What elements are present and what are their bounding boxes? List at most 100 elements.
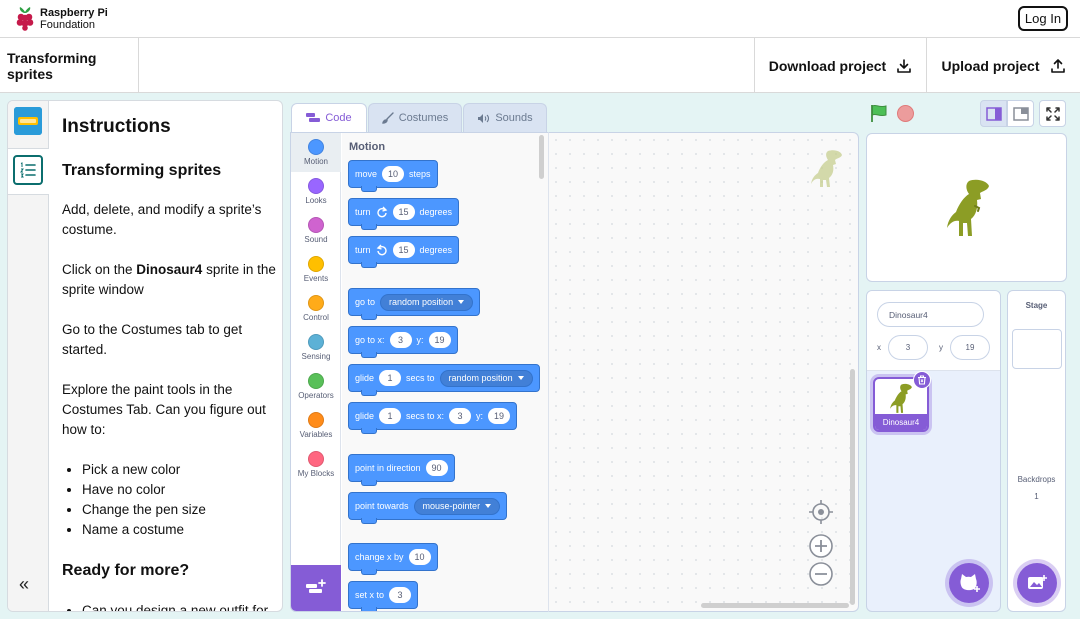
green-flag-icon[interactable] — [869, 103, 889, 123]
numbered-list-icon — [20, 162, 36, 178]
download-project-button[interactable]: Download project — [754, 38, 926, 93]
block-change-x[interactable]: change x by 10 — [348, 543, 438, 575]
zoom-in-icon[interactable] — [808, 533, 834, 559]
dropdown-value: random position — [389, 297, 454, 307]
category-dot — [308, 451, 324, 467]
stop-button[interactable] — [897, 105, 914, 122]
block-dropdown[interactable]: random position — [380, 293, 474, 311]
backdrops-label: Backdrops — [1017, 475, 1056, 484]
block-text: point in direction — [355, 463, 421, 473]
small-stage-button[interactable] — [980, 100, 1007, 127]
category-dot — [308, 295, 324, 311]
block-number-input[interactable]: 1 — [379, 370, 402, 386]
script-vertical-scrollbar[interactable] — [850, 369, 855, 605]
block-number-input[interactable]: 19 — [428, 332, 451, 348]
tab-costumes[interactable]: Costumes — [368, 103, 462, 132]
rotate-left-icon — [376, 244, 387, 256]
fullscreen-button[interactable] — [1039, 100, 1066, 127]
block-point-in-direction[interactable]: point in direction 90 — [348, 454, 455, 486]
sprite-name-input[interactable]: Dinosaur4 — [877, 302, 984, 327]
project-title: Transforming sprites — [0, 38, 139, 93]
category-sensing[interactable]: Sensing — [291, 328, 341, 367]
collapse-panel-icon[interactable]: « — [19, 574, 30, 594]
delete-sprite-button[interactable] — [913, 371, 931, 389]
reset-zoom-icon[interactable] — [808, 499, 834, 525]
dropdown-caret-icon — [485, 504, 492, 508]
add-extension-button[interactable] — [291, 565, 341, 611]
task-list: Pick a new color Have no color Change th… — [82, 460, 282, 540]
zoom-out-icon[interactable] — [808, 561, 834, 587]
block-turn-left[interactable]: turn 15 degrees — [348, 236, 460, 268]
category-variables[interactable]: Variables — [291, 406, 341, 445]
block-glide-to[interactable]: glide 1 secs to random position — [348, 364, 540, 396]
block-number-input[interactable]: 10 — [408, 549, 431, 565]
block-number-input[interactable]: 15 — [392, 242, 415, 258]
sprite-y-input[interactable]: 19 — [950, 335, 990, 360]
script-area[interactable] — [548, 132, 859, 612]
steps-tab[interactable] — [8, 148, 49, 195]
category-operators[interactable]: Operators — [291, 367, 341, 406]
category-label: Motion — [303, 157, 328, 166]
script-horizontal-scrollbar[interactable] — [701, 603, 849, 608]
instruction-text: sprite in the sprite window — [62, 262, 276, 297]
block-text: move — [355, 169, 378, 179]
block-number-input[interactable]: 90 — [425, 460, 448, 476]
palette-scrollbar[interactable] — [539, 135, 544, 179]
block-set-x[interactable]: set x to 3 — [348, 581, 419, 611]
category-events[interactable]: Events — [291, 250, 341, 289]
block-go-to[interactable]: go to random position — [348, 288, 481, 320]
block-go-to-xy[interactable]: go to x: 3 y: 19 — [348, 326, 458, 358]
block-number-input[interactable]: 3 — [449, 408, 472, 424]
block-number-input[interactable]: 3 — [389, 587, 412, 603]
brand-name[interactable]: Raspberry Pi Foundation — [40, 7, 108, 31]
large-stage-button[interactable] — [1007, 100, 1034, 127]
stage-thumbnail[interactable] — [1012, 329, 1062, 369]
category-label: My Blocks — [297, 469, 335, 478]
dropdown-value: mouse-pointer — [422, 501, 481, 511]
dinosaur-sprite-icon[interactable] — [945, 178, 991, 240]
block-number-input[interactable]: 19 — [488, 408, 511, 424]
upload-project-label: Upload project — [941, 57, 1040, 74]
block-number-input[interactable]: 10 — [382, 166, 405, 182]
sprite-name-bold: Dinosaur4 — [136, 262, 203, 277]
speaker-icon — [478, 113, 490, 123]
category-sound[interactable]: Sound — [291, 211, 341, 250]
dinosaur-thumbnail-icon — [890, 383, 912, 413]
stage-canvas[interactable] — [866, 133, 1067, 282]
upload-project-button[interactable]: Upload project — [926, 38, 1080, 93]
block-dropdown[interactable]: random position — [439, 369, 533, 387]
block-number-input[interactable]: 15 — [392, 204, 415, 220]
instructions-sidebar: « — [8, 101, 49, 611]
stage-selector[interactable]: Stage Backdrops 1 — [1007, 290, 1066, 612]
category-control[interactable]: Control — [291, 289, 341, 328]
category-dot — [308, 412, 324, 428]
category-my-blocks[interactable]: My Blocks — [291, 445, 341, 484]
list-item: Name a costume — [82, 520, 282, 540]
category-looks[interactable]: Looks — [291, 172, 341, 211]
block-text: go to — [355, 297, 376, 307]
category-motion[interactable]: Motion — [291, 133, 341, 172]
raspberry-pi-logo-icon[interactable] — [14, 5, 36, 31]
login-button[interactable]: Log In — [1018, 6, 1068, 31]
tab-sounds[interactable]: Sounds — [463, 103, 547, 132]
block-glide-to-xy[interactable]: glide 1 secs to x: 3 y: 19 — [348, 402, 518, 434]
choose-backdrop-button[interactable] — [1017, 563, 1057, 603]
block-dropdown[interactable]: mouse-pointer — [413, 497, 501, 515]
block-point-towards[interactable]: point towards mouse-pointer — [348, 492, 508, 524]
project-thumbnail[interactable] — [14, 107, 42, 135]
choose-sprite-button[interactable] — [949, 563, 989, 603]
tab-code[interactable]: Code — [291, 103, 367, 132]
category-dot — [308, 217, 324, 233]
brand-line-2: Foundation — [40, 19, 96, 31]
sprite-x-input[interactable]: 3 — [888, 335, 928, 360]
block-text: point towards — [355, 501, 409, 511]
block-turn-right[interactable]: turn 15 degrees — [348, 198, 460, 230]
dropdown-caret-icon — [517, 376, 524, 380]
block-number-input[interactable]: 3 — [389, 332, 412, 348]
block-number-input[interactable]: 1 — [379, 408, 402, 424]
block-move-steps[interactable]: move 10 steps — [348, 160, 438, 192]
dropdown-value: random position — [448, 373, 513, 383]
block-text: secs to x: — [406, 411, 445, 421]
category-menu: Motion Looks Sound Events Control Sensin… — [291, 133, 341, 566]
small-stage-icon — [985, 106, 1002, 121]
